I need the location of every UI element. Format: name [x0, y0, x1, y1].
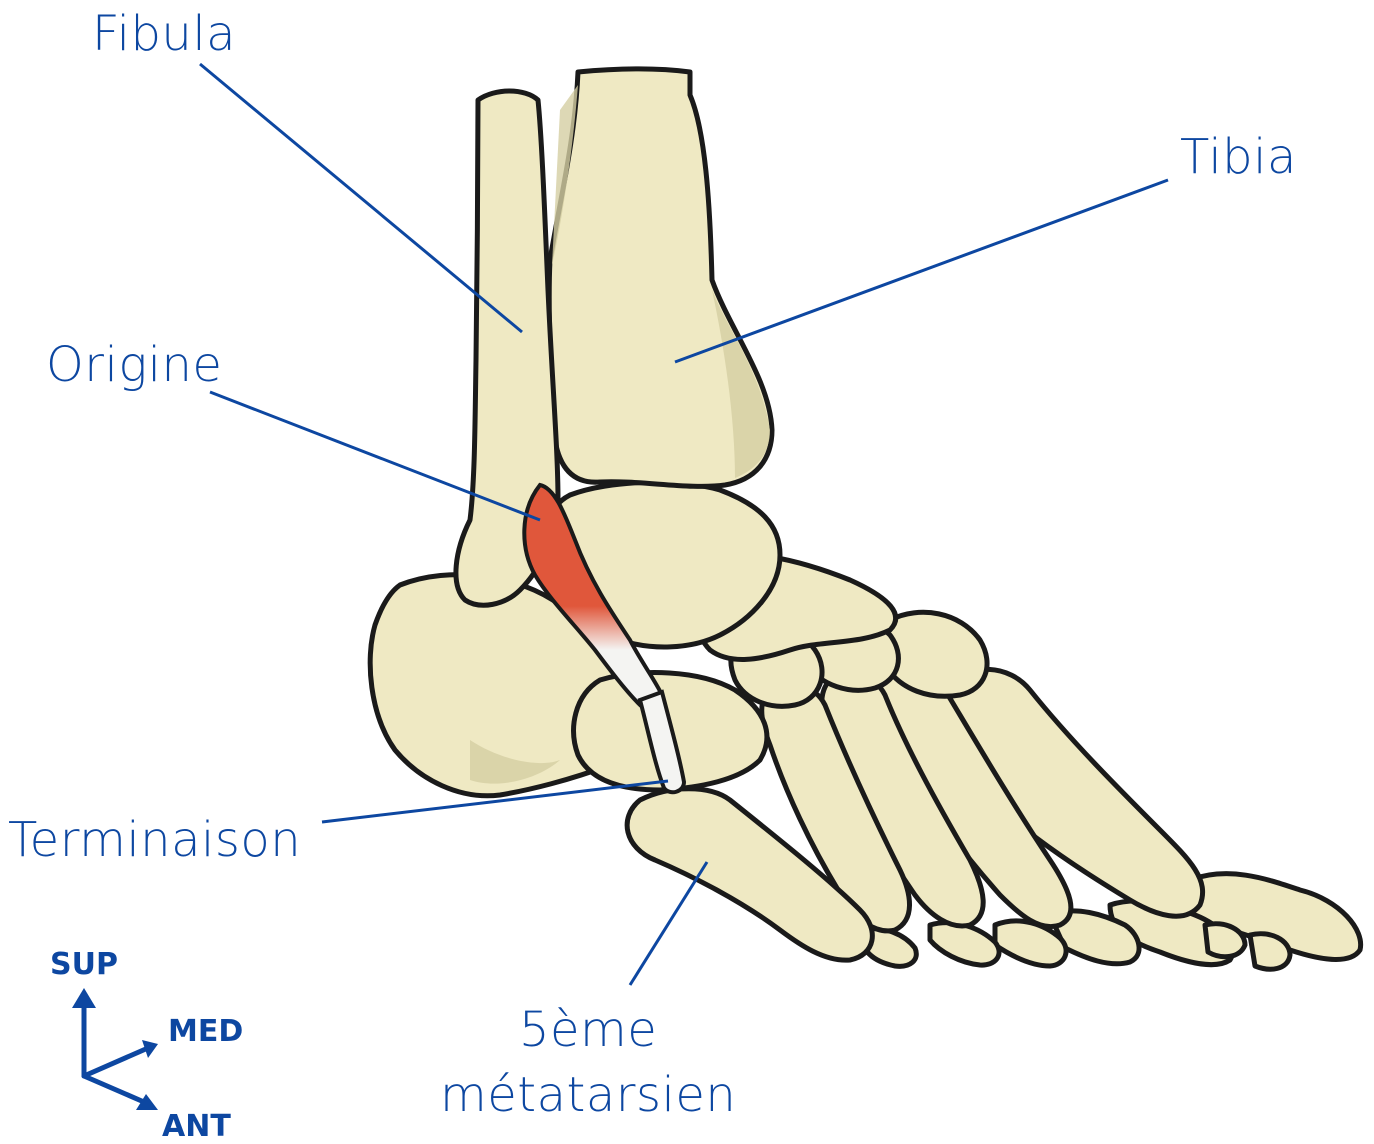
- axis-med-label: MED: [168, 1017, 243, 1047]
- axis-ant-line: [84, 1076, 144, 1102]
- axis-ant-label: ANT: [162, 1112, 231, 1142]
- leader-fibula: [200, 64, 522, 332]
- axis-med-line: [84, 1048, 148, 1076]
- leader-fifth-metatarsal: [630, 862, 707, 985]
- fibula-label: Fibula: [92, 10, 236, 58]
- axis-sup-arrow: [72, 988, 96, 1008]
- fifth-metatarsal-label-line2: métatarsien: [440, 1063, 736, 1128]
- orientation-axes: [72, 988, 158, 1110]
- fifth-metatarsal-label: 5ème métatarsien: [440, 998, 736, 1128]
- axis-sup-label: SUP: [50, 950, 118, 980]
- tibia-label: Tibia: [1180, 133, 1297, 181]
- origine-label: Origine: [46, 341, 222, 389]
- terminaison-label: Terminaison: [8, 816, 301, 864]
- leader-tibia: [675, 180, 1168, 362]
- fifth-metatarsal-label-line1: 5ème: [440, 998, 736, 1063]
